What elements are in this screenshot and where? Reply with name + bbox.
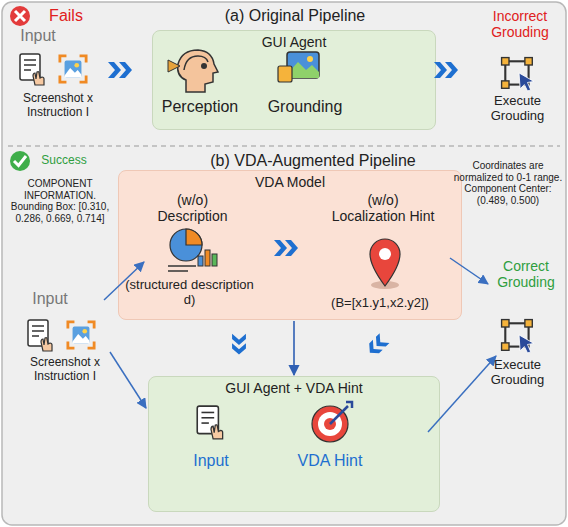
input-caption: Screenshot x Instruction I — [8, 92, 108, 120]
screenshot-icon — [68, 322, 94, 348]
instruction-icon — [28, 320, 52, 351]
note-text: COMPONENT INFORMATION. Bounding Box: [0.… — [4, 178, 116, 224]
step-label: Perception — [155, 98, 245, 116]
step-caption: (structured description d) — [122, 278, 257, 308]
screenshot-icon — [60, 56, 86, 82]
grounding-icon — [278, 52, 319, 82]
chart-icon — [168, 229, 217, 271]
input-label: Input — [8, 27, 68, 45]
box-title: VDA Model — [119, 171, 461, 190]
note-text: Coordinates are normalized to 0-1 range.… — [452, 160, 564, 206]
success-icon — [10, 151, 30, 171]
execute-caption: Execute Grouding — [470, 94, 565, 124]
fail-icon — [10, 6, 30, 26]
flow-chevron — [108, 62, 132, 78]
process-box: GUI Agent + VDA Hint — [148, 376, 440, 512]
step-caption: (B=[x1.y1,x2.y2]) — [316, 296, 444, 311]
flow-connector — [293, 321, 295, 375]
flow-arrow — [450, 258, 488, 284]
perception-icon — [168, 50, 218, 92]
step-label: (w/o) Description — [145, 192, 240, 224]
status-label: Fails — [36, 7, 96, 25]
flow-chevron — [274, 240, 298, 256]
flow-chevron — [434, 62, 458, 78]
flow-arrow — [428, 356, 496, 432]
hint-label: VDA Hint — [282, 452, 378, 470]
execute-icon — [502, 320, 534, 353]
instruction-icon — [20, 54, 44, 85]
execute-caption: Execute Grouding — [470, 358, 565, 388]
status-label: Success — [34, 154, 94, 168]
separator-line — [8, 145, 560, 146]
success-check — [14, 156, 26, 166]
section-title: (a) Original Pipeline — [180, 7, 410, 25]
input-label: Input — [20, 290, 80, 308]
box-title: GUI Agent + VDA Hint — [149, 377, 439, 396]
target-icon — [312, 402, 352, 442]
step-label: Grounding — [255, 98, 355, 116]
flow-chevron — [232, 334, 246, 355]
step-label: (w/o) Localization Hint — [330, 192, 436, 224]
input-icon — [197, 406, 222, 439]
fail-cross — [15, 11, 25, 21]
flow-chevron — [365, 333, 390, 358]
result-label: Incorrect Grouding — [480, 8, 560, 40]
box-title: GUI Agent — [153, 31, 435, 50]
input-caption: Screenshot x Instruction I — [15, 356, 115, 384]
flow-arrow — [110, 352, 146, 408]
result-label: Correct Grouding — [488, 258, 564, 290]
section-title: (b) VDA-Augmented Pipeline — [178, 152, 448, 170]
pin-icon — [370, 239, 400, 289]
execute-icon — [502, 58, 534, 91]
input-label: Input — [176, 452, 246, 470]
